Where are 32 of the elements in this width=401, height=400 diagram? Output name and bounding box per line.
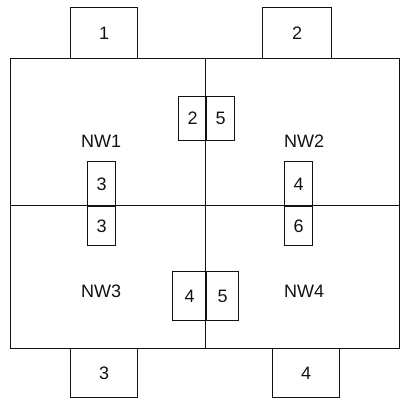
port-box [178,96,207,141]
region-box [10,205,206,349]
port-number: 4 [300,362,311,384]
region-label: NW3 [81,281,121,302]
region-label: NW2 [284,131,324,152]
port-number: 3 [96,216,106,236]
port-number: 4 [293,174,304,194]
port-number: 2 [292,22,302,44]
port-number: 3 [98,362,109,384]
port-box [70,7,138,59]
port-box [284,206,313,246]
port-box [262,7,332,59]
port-box [87,161,116,207]
region-label: NW4 [284,281,324,302]
port-box [87,206,116,246]
port-number: 4 [184,286,194,306]
region-box [205,205,400,349]
region-box [10,58,206,206]
region-label: NW1 [81,131,121,152]
port-box [206,271,239,321]
port-number: 5 [217,286,228,306]
region-box [205,58,400,206]
port-box [206,96,235,141]
port-box [272,348,340,398]
port-number: 6 [293,216,304,236]
port-number: 1 [98,22,109,44]
port-box [70,348,138,398]
port-number: 2 [187,108,198,129]
port-number: 3 [96,174,106,194]
port-box [172,271,207,321]
port-number: 5 [215,108,226,129]
port-box [284,161,313,207]
